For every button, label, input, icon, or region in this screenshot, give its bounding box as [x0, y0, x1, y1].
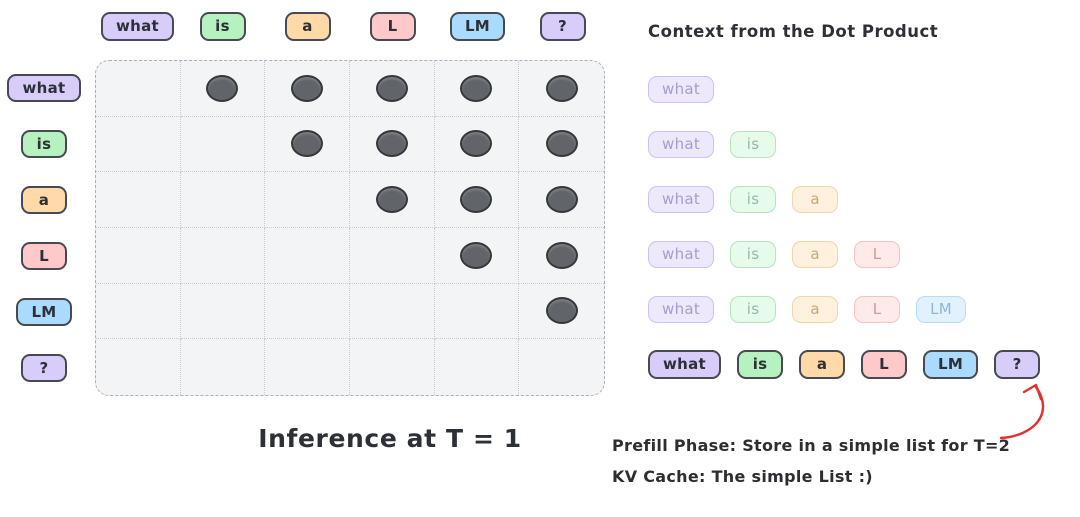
matrix-caption: Inference at T = 1 — [258, 424, 522, 453]
token-chip-what: what — [648, 296, 715, 323]
matrix-cell — [519, 117, 604, 173]
token-chip-what: what — [648, 131, 715, 158]
attention-dot — [291, 130, 324, 158]
matrix-cell — [265, 172, 350, 228]
matrix-cell — [96, 61, 181, 117]
annotation-arrow-icon — [999, 383, 1045, 440]
matrix-cell — [180, 172, 266, 228]
note-kv-cache: KV Cache: The simple List :) — [612, 467, 873, 486]
matrix-cell — [349, 116, 435, 173]
attention-dot — [460, 130, 493, 158]
matrix-cell — [96, 228, 181, 284]
matrix-cell — [265, 116, 350, 173]
token-chip-is: is — [21, 129, 67, 159]
token-chip-what: what — [648, 241, 715, 268]
token-chip-lm: LM — [923, 350, 979, 379]
matrix-cell — [519, 61, 604, 117]
matrix-cell — [434, 61, 520, 117]
token-chip-question: ? — [994, 350, 1041, 379]
note-prefill-phase: Prefill Phase: Store in a simple list fo… — [612, 436, 1011, 455]
matrix-cell — [265, 61, 350, 117]
attention-dot — [375, 74, 408, 102]
token-chip-a: a — [21, 185, 67, 215]
token-chip-l: L — [861, 350, 908, 379]
token-chip-is: is — [199, 12, 246, 41]
token-chip-is: is — [737, 350, 784, 379]
token-chip-l: L — [854, 241, 901, 268]
matrix-cell — [96, 283, 181, 340]
matrix-cell — [181, 339, 266, 395]
token-chip-what: what — [648, 76, 715, 103]
token-chip-a: a — [792, 241, 839, 268]
matrix-cell — [349, 172, 435, 228]
attention-dot — [545, 241, 578, 269]
matrix-cell — [349, 61, 435, 117]
attention-grid — [95, 60, 605, 396]
matrix-cell — [349, 228, 435, 284]
token-chip-question: ? — [21, 353, 67, 383]
attention-dot — [460, 74, 493, 102]
matrix-cell — [180, 283, 266, 340]
context-title: Context from the Dot Product — [648, 22, 939, 41]
matrix-cell — [350, 339, 435, 395]
matrix-cell — [96, 116, 181, 173]
attention-dot — [545, 130, 578, 158]
token-chip-l: L — [21, 241, 67, 271]
token-chip-is: is — [730, 186, 777, 213]
token-chip-what: what — [648, 186, 715, 213]
attention-dot — [545, 74, 578, 102]
attention-dot — [291, 74, 324, 102]
matrix-cell — [180, 61, 266, 117]
matrix-cell — [265, 283, 350, 340]
token-chip-question: ? — [539, 12, 586, 41]
token-chip-is: is — [730, 131, 777, 158]
token-chip-what: what — [7, 73, 81, 103]
attention-dot — [460, 186, 493, 214]
context-row: what — [648, 62, 1040, 117]
matrix-cell — [265, 228, 350, 284]
token-chip-a: a — [792, 186, 839, 213]
matrix-cell — [180, 228, 266, 284]
attention-dot — [545, 186, 578, 214]
matrix-cell — [434, 172, 520, 228]
token-chip-what: what — [100, 12, 175, 41]
matrix-cell — [519, 172, 604, 228]
matrix-cell — [434, 283, 520, 340]
token-chip-a: a — [792, 296, 839, 323]
token-chip-a: a — [284, 12, 331, 41]
token-chip-lm: LM — [916, 296, 966, 323]
matrix-cell — [434, 116, 520, 173]
matrix-cell — [519, 228, 604, 284]
matrix-cell — [519, 284, 604, 340]
token-chip-is: is — [730, 296, 777, 323]
token-chip-lm: LM — [16, 297, 72, 327]
attention-dot — [375, 130, 408, 158]
matrix-cell — [435, 339, 520, 395]
matrix-cell — [180, 116, 266, 173]
matrix-cell — [434, 228, 520, 284]
matrix-cell — [349, 283, 435, 340]
attention-dot — [206, 74, 239, 102]
attention-dot — [375, 186, 408, 214]
attention-dot — [460, 241, 493, 269]
attention-dot — [545, 297, 578, 325]
token-chip-l: L — [369, 12, 416, 41]
token-chip-l: L — [854, 296, 901, 323]
token-chip-is: is — [730, 241, 777, 268]
token-chip-lm: LM — [449, 12, 506, 41]
token-chip-a: a — [799, 350, 846, 379]
matrix-cell — [96, 172, 181, 228]
token-chip-what: what — [648, 350, 722, 379]
matrix-cell — [265, 339, 350, 395]
matrix-cell — [519, 339, 604, 395]
matrix-cell — [96, 339, 181, 395]
